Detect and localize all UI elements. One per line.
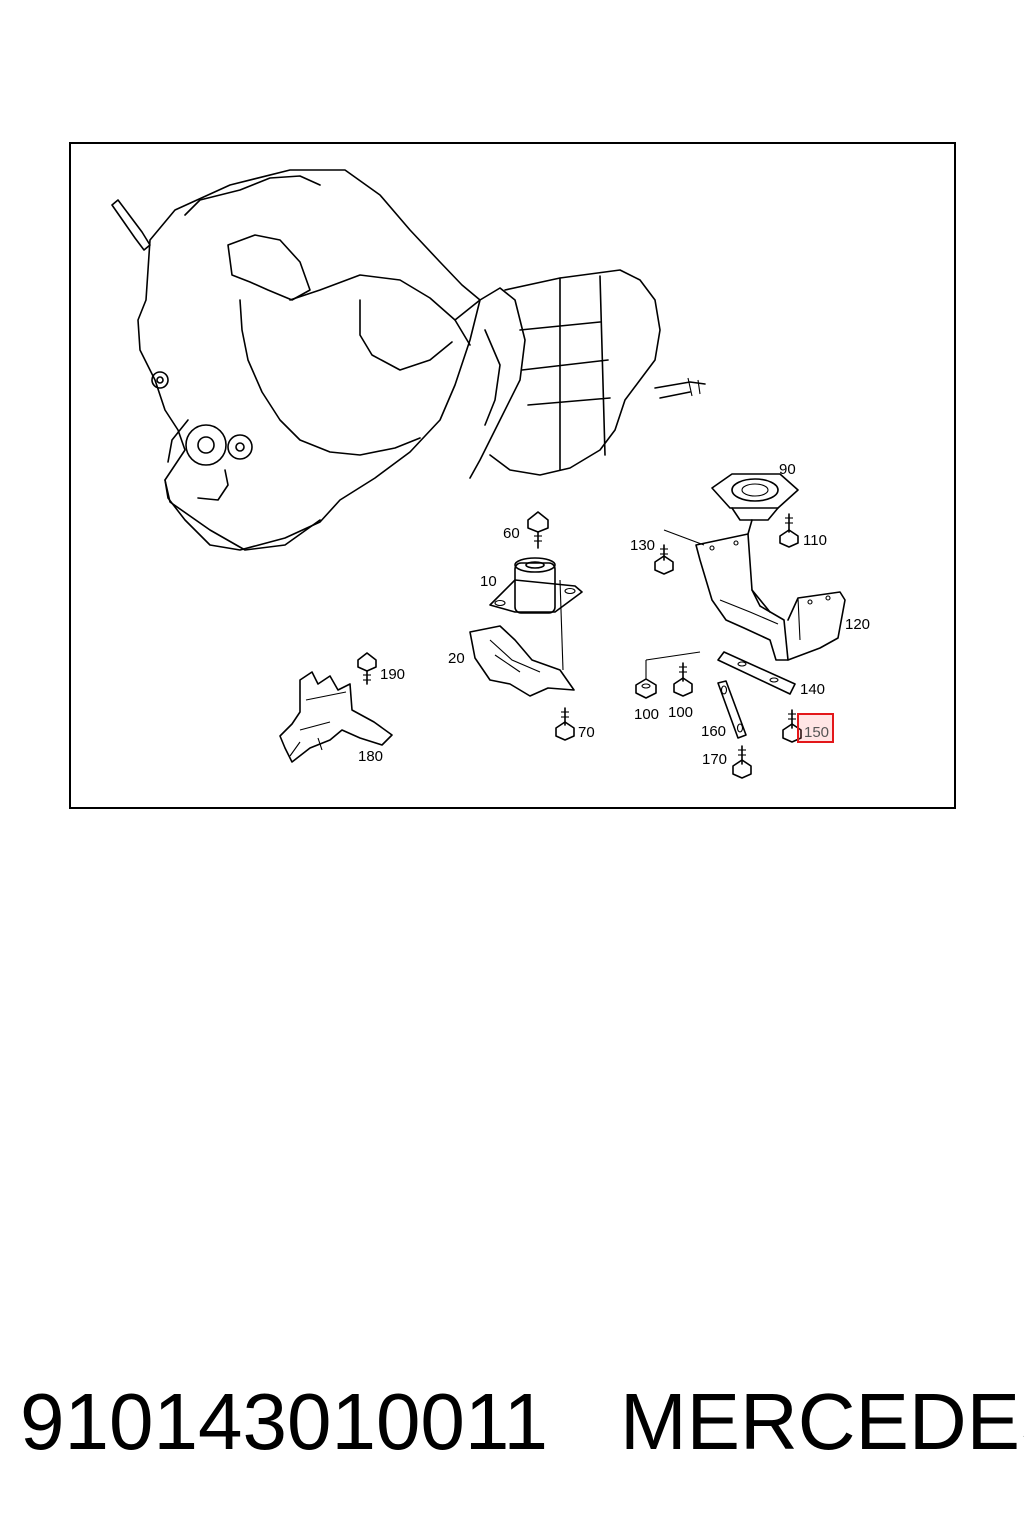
crossmember-part-120 <box>695 519 846 661</box>
transmission-mount-part-90 <box>711 473 799 521</box>
callout-60[interactable]: 60 <box>503 525 520 542</box>
bolt-part-130 <box>654 529 705 575</box>
callout-20[interactable]: 20 <box>448 650 465 667</box>
engine-mount-part-10 <box>489 557 583 671</box>
bolt-part-190 <box>357 652 377 685</box>
callout-140[interactable]: 140 <box>800 681 825 698</box>
callout-90[interactable]: 90 <box>779 461 796 478</box>
heat-shield-part-20 <box>469 625 575 697</box>
callout-110[interactable]: 110 <box>803 532 827 549</box>
callout-100-a[interactable]: 100 <box>634 706 659 723</box>
callout-120[interactable]: 120 <box>845 616 870 633</box>
bracket-part-180 <box>279 671 393 763</box>
callout-labels: 10 20 60 70 90 100 100 110 120 130 140 1… <box>358 461 870 768</box>
bolt-part-110 <box>779 513 799 548</box>
callout-10[interactable]: 10 <box>480 573 497 590</box>
plate-part-140 <box>717 651 796 695</box>
callout-170[interactable]: 170 <box>702 751 727 768</box>
nut-part-100-b <box>673 662 693 697</box>
callout-160[interactable]: 160 <box>701 723 726 740</box>
engine-illustration <box>111 169 706 551</box>
part-number: 91014301001​1 <box>20 1377 548 1466</box>
bolt-part-170 <box>732 745 752 779</box>
bolt-part-150 <box>782 709 802 743</box>
diagram-frame <box>69 142 956 809</box>
bolt-part-70 <box>555 707 575 741</box>
callout-150[interactable]: 150 <box>804 724 829 741</box>
part-caption: 91014301001​1 MERCEDES <box>20 1372 1024 1472</box>
nut-part-100-a <box>635 651 701 699</box>
callout-100-b[interactable]: 100 <box>668 704 693 721</box>
callout-190[interactable]: 190 <box>380 666 405 683</box>
callout-180[interactable]: 180 <box>358 748 383 765</box>
callout-70[interactable]: 70 <box>578 724 595 741</box>
bolt-part-60 <box>527 511 549 549</box>
callout-130[interactable]: 130 <box>630 537 655 554</box>
brand-name: MERCEDES <box>619 1377 1024 1466</box>
highlight-box-part-150[interactable] <box>797 713 834 743</box>
strap-part-160 <box>717 680 747 739</box>
